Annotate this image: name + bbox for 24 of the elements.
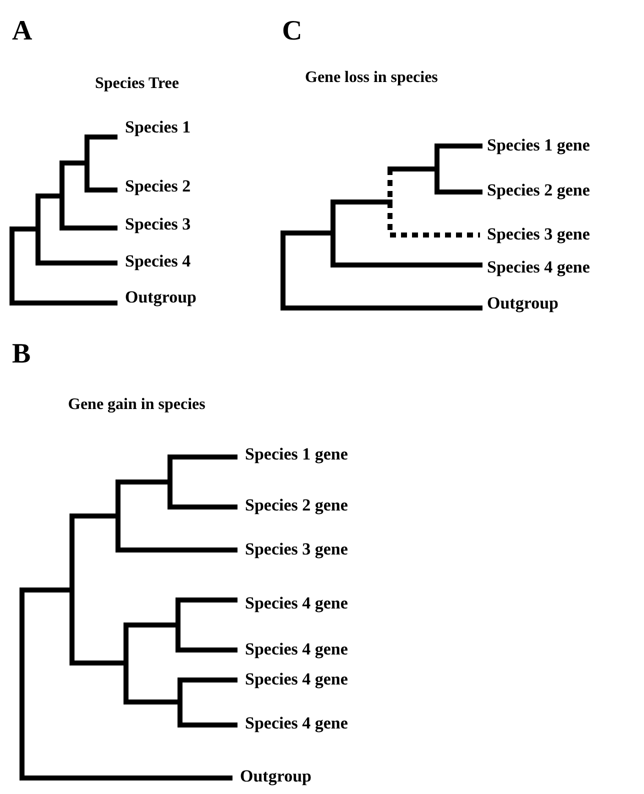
taxon-label: Species 4 gene: [245, 594, 348, 614]
tree-title: Gene loss in species: [305, 69, 438, 87]
taxon-label: Species 3 gene: [245, 540, 348, 560]
tree-title: Gene gain in species: [68, 396, 206, 414]
taxon-label: Species 4 gene: [487, 258, 590, 278]
taxon-label: Species 4 gene: [245, 670, 348, 690]
panel-letter: A: [12, 16, 32, 48]
taxon-label: Species 2 gene: [245, 496, 348, 516]
taxon-label: Species 3 gene: [487, 226, 590, 244]
taxon-label: Species 1: [125, 118, 191, 138]
taxon-label: Species 1 gene: [487, 136, 590, 156]
taxon-label: Species 4 gene: [245, 640, 348, 660]
taxon-label: Species 3: [125, 216, 191, 234]
taxon-label: Species 2 gene: [487, 182, 590, 200]
taxon-label: Species 2: [125, 178, 191, 196]
taxon-label: Outgroup: [240, 768, 312, 786]
taxon-label: Species 4: [125, 252, 191, 272]
taxon-label: Outgroup: [487, 294, 558, 314]
tree-title: Species Tree: [95, 75, 179, 93]
taxon-label: Species 1 gene: [245, 446, 348, 464]
panel-letter: C: [282, 16, 302, 48]
taxon-label: Species 4 gene: [245, 714, 348, 734]
taxon-label: Outgroup: [125, 288, 196, 308]
panel-letter: B: [12, 340, 31, 370]
